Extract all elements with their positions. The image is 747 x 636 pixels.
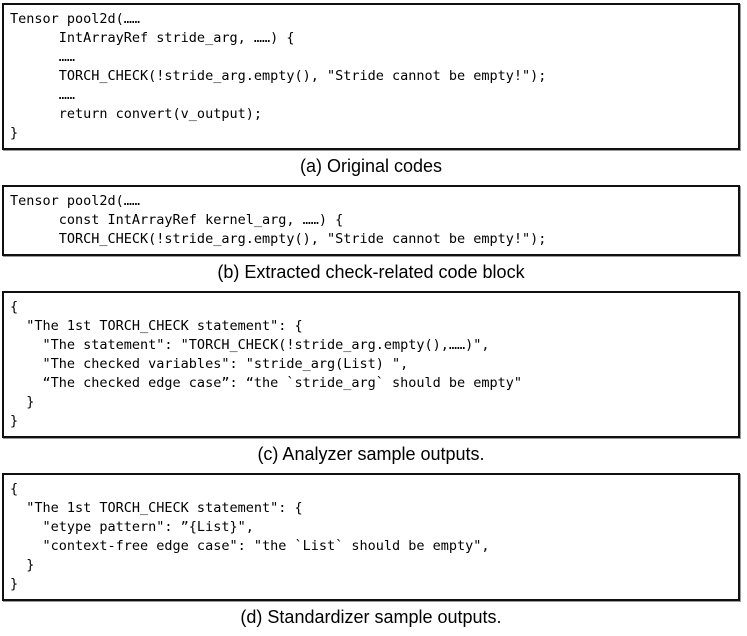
code-box-extracted-code-block: Tensor pool2d(…… const IntArrayRef kerne… <box>2 185 740 256</box>
code-line: const IntArrayRef kernel_arg, ……) { <box>10 212 344 228</box>
panel-standardizer-outputs: { "The 1st TORCH_CHECK statement": { "et… <box>2 473 740 636</box>
panel-extracted-code-block: Tensor pool2d(…… const IntArrayRef kerne… <box>2 185 740 291</box>
code-line: { <box>10 481 19 497</box>
code-line: …… <box>10 87 76 103</box>
code-line: "The 1st TORCH_CHECK statement": { <box>10 500 303 516</box>
caption-standardizer-outputs: (d) Standardizer sample outputs. <box>240 607 502 627</box>
code-line: Tensor pool2d(…… <box>10 11 141 27</box>
code-line: IntArrayRef stride_arg, ……) { <box>10 30 295 46</box>
caption-original-codes: (a) Original codes <box>299 156 443 176</box>
code-line: …… <box>10 49 76 65</box>
code-line: "The checked variables": "stride_arg(Lis… <box>10 356 409 372</box>
code-line: } <box>10 413 19 429</box>
caption-extracted-code-block: (b) Extracted check-related code block <box>217 262 525 282</box>
code-line: TORCH_CHECK(!stride_arg.empty(), "Stride… <box>10 231 547 247</box>
code-line: } <box>10 125 19 141</box>
code-line: "etype pattern": ”{List}", <box>10 519 254 535</box>
code-line: "context-free edge case": "the `List` sh… <box>10 538 490 554</box>
caption-analyzer-outputs: (c) Analyzer sample outputs. <box>257 444 485 464</box>
code-line: } <box>10 576 19 592</box>
code-line: { <box>10 299 19 315</box>
code-line: “The checked edge case”: “the `stride_ar… <box>10 375 523 391</box>
panel-original-codes: Tensor pool2d(…… IntArrayRef stride_arg,… <box>2 3 740 185</box>
code-line: TORCH_CHECK(!stride_arg.empty(), "Stride… <box>10 68 547 84</box>
code-line: return convert(v_output); <box>10 106 262 122</box>
code-box-original-codes: Tensor pool2d(…… IntArrayRef stride_arg,… <box>2 3 740 150</box>
code-line: "The 1st TORCH_CHECK statement": { <box>10 318 303 334</box>
code-box-analyzer-outputs: { "The 1st TORCH_CHECK statement": { "Th… <box>2 291 740 438</box>
code-line: } <box>10 394 35 410</box>
code-line: Tensor pool2d(…… <box>10 193 141 209</box>
code-box-standardizer-outputs: { "The 1st TORCH_CHECK statement": { "et… <box>2 473 740 601</box>
code-line: } <box>10 557 35 573</box>
panel-analyzer-outputs: { "The 1st TORCH_CHECK statement": { "Th… <box>2 291 740 473</box>
code-line: "The statement": "TORCH_CHECK(!stride_ar… <box>10 337 490 353</box>
